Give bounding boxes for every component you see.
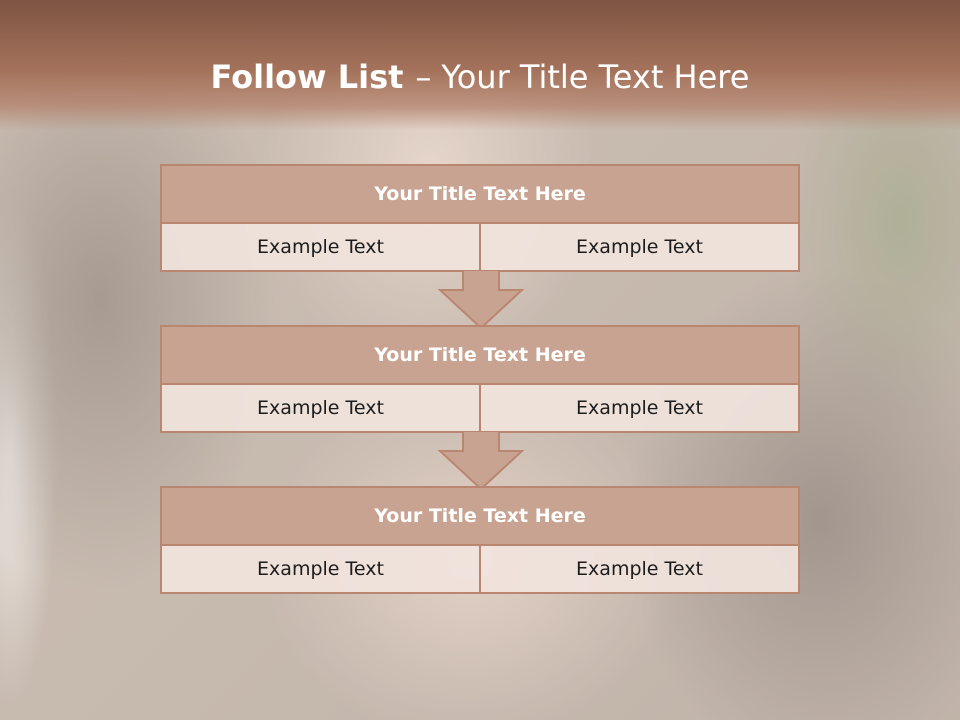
down-arrow-icon <box>438 270 524 330</box>
down-arrow-icon <box>438 431 524 491</box>
step-row: Example Text Example Text <box>162 224 798 270</box>
slide-title-bold: Follow List <box>210 58 404 96</box>
step-cell-right: Example Text <box>479 546 798 592</box>
step-heading: Your Title Text Here <box>162 327 798 385</box>
step-cell-left: Example Text <box>257 236 384 258</box>
slide-title: Follow List–Your Title Text Here <box>0 55 960 99</box>
step-row: Example Text Example Text <box>162 546 798 592</box>
step-box-2: Your Title Text Here Example Text Exampl… <box>160 325 800 433</box>
step-cell-right: Example Text <box>479 224 798 270</box>
step-cell-left: Example Text <box>257 558 384 580</box>
step-row: Example Text Example Text <box>162 385 798 431</box>
title-band <box>0 0 960 130</box>
step-box-3: Your Title Text Here Example Text Exampl… <box>160 486 800 594</box>
step-heading: Your Title Text Here <box>162 166 798 224</box>
slide-title-separator: – <box>415 58 432 96</box>
step-box-1: Your Title Text Here Example Text Exampl… <box>160 164 800 272</box>
step-cell-right: Example Text <box>479 385 798 431</box>
step-cell-left: Example Text <box>257 397 384 419</box>
slide-title-rest: Your Title Text Here <box>441 58 750 96</box>
step-heading: Your Title Text Here <box>162 488 798 546</box>
